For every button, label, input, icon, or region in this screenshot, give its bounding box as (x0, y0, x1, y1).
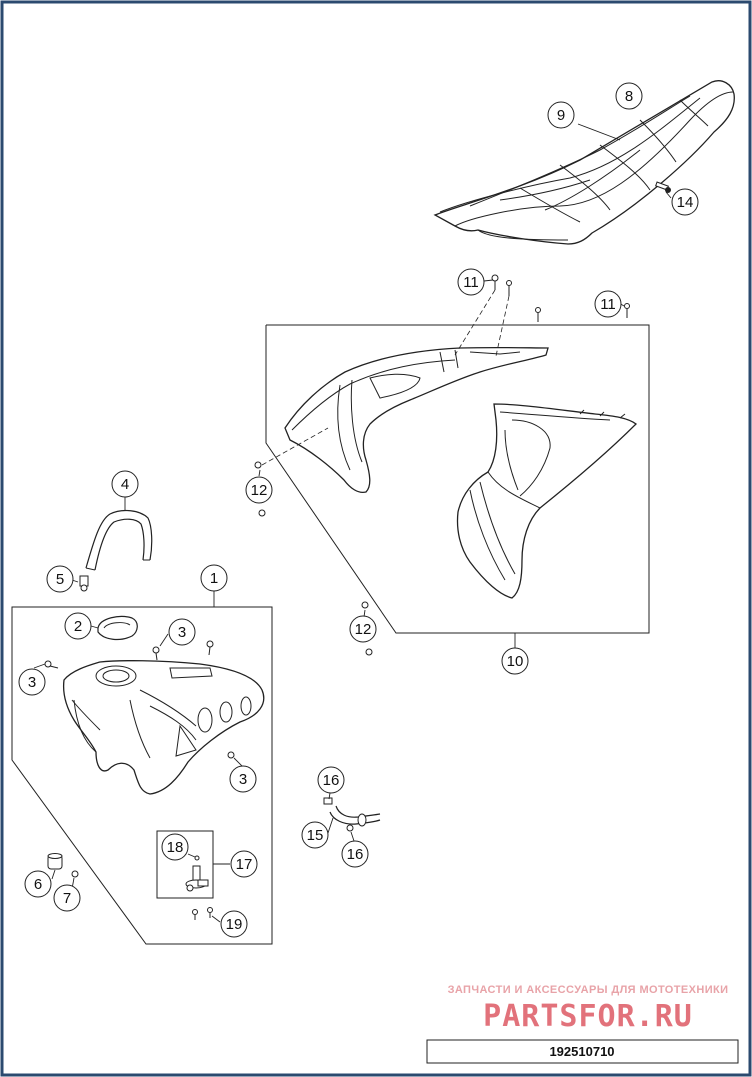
callout-10: 10 (501, 647, 529, 675)
svg-text:14: 14 (677, 194, 694, 211)
fuel-tap-box (156, 830, 214, 899)
callout-16a: 16 (317, 766, 345, 794)
seat-bolt (655, 181, 671, 193)
callout-12b: 12 (349, 615, 377, 643)
svg-text:12: 12 (251, 482, 268, 499)
callout-11b: 11 (594, 290, 622, 318)
bolt-set (254, 274, 630, 656)
callout-2: 2 (64, 612, 92, 640)
small-bolt-7 (71, 870, 79, 878)
watermark: ЗАПЧАСТИ И АКСЕССУАРЫ ДЛЯ МОТОТЕХНИКИ PA… (448, 984, 729, 1034)
svg-text:1: 1 (210, 570, 218, 587)
svg-text:10: 10 (507, 653, 524, 670)
callout-9: 9 (547, 101, 575, 129)
svg-text:18: 18 (167, 839, 184, 856)
callout-15: 15 (301, 821, 329, 849)
callout-11a: 11 (457, 268, 485, 296)
callout-14: 14 (671, 188, 699, 216)
tap-screws (192, 907, 213, 920)
svg-text:12: 12 (355, 621, 372, 638)
fuel-hose (323, 797, 381, 832)
svg-text:19: 19 (226, 916, 243, 933)
group-frame-1 (11, 606, 273, 945)
diagram-code: 192510710 (549, 1044, 614, 1059)
right-side-cover (456, 403, 637, 599)
watermark-brand: PARTSFOR.RU (483, 999, 693, 1034)
fuel-cap (97, 615, 138, 641)
watermark-tagline: ЗАПЧАСТИ И АКСЕССУАРЫ ДЛЯ МОТОТЕХНИКИ (448, 984, 729, 996)
left-side-cover (284, 346, 549, 494)
callout-12a: 12 (245, 476, 273, 504)
callout-17: 17 (230, 850, 258, 878)
callout-4: 4 (111, 470, 139, 498)
svg-text:7: 7 (63, 890, 71, 907)
fuel-tank (62, 660, 265, 795)
svg-text:3: 3 (28, 674, 36, 691)
callout-8: 8 (615, 82, 643, 110)
svg-text:11: 11 (600, 296, 616, 313)
callout-3a: 3 (168, 618, 196, 646)
svg-text:17: 17 (236, 856, 253, 873)
callouts: 1 2 3 3 3 3 4 5 6 7 8 9 10 11 11 12 12 1… (18, 82, 699, 938)
svg-text:8: 8 (625, 88, 633, 105)
tank-bolts (44, 640, 235, 759)
callout-3c: 3 (229, 765, 257, 793)
svg-text:16: 16 (323, 772, 340, 789)
callout-6: 6 (24, 870, 52, 898)
svg-text:9: 9 (557, 107, 565, 124)
dashed-guide-lines (261, 289, 510, 466)
rubber-bushing (47, 853, 63, 870)
svg-text:2: 2 (74, 618, 82, 635)
callout-16b: 16 (341, 840, 369, 868)
diagram-code-box (426, 1039, 739, 1064)
svg-text:6: 6 (34, 876, 42, 893)
callout-1: 1 (200, 564, 228, 592)
seat-drawing (433, 80, 735, 245)
svg-text:4: 4 (121, 476, 129, 493)
hose-fitting (79, 575, 89, 592)
svg-text:3: 3 (239, 771, 247, 788)
callout-3b: 3 (18, 668, 46, 696)
callout-19: 19 (220, 910, 248, 938)
svg-text:5: 5 (56, 571, 64, 588)
svg-text:15: 15 (307, 827, 324, 844)
callout-7: 7 (53, 884, 81, 912)
breather-hose (85, 509, 153, 571)
svg-text:16: 16 (347, 846, 364, 863)
fuel-tap (185, 855, 209, 892)
callout-18: 18 (161, 833, 189, 861)
svg-text:11: 11 (463, 274, 479, 291)
group-frame-10 (265, 324, 650, 634)
callout-5: 5 (46, 565, 74, 593)
svg-text:3: 3 (178, 624, 186, 641)
